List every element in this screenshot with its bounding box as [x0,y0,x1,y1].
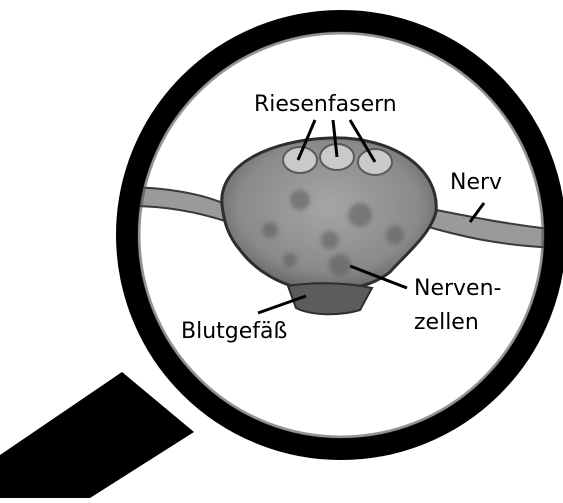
label-nerve-cells-line1: Nerven- [414,278,501,300]
nerve-strand-left [130,187,232,222]
label-blood-vessel: Blutgefäß [181,321,287,343]
nerve-strand-right [425,208,560,248]
label-nerve-cells-line2: zellen [414,312,479,334]
magnifier-handle [0,372,194,498]
label-nerve: Nerv [450,172,502,194]
label-giant-fibers: Riesenfasern [254,94,397,116]
